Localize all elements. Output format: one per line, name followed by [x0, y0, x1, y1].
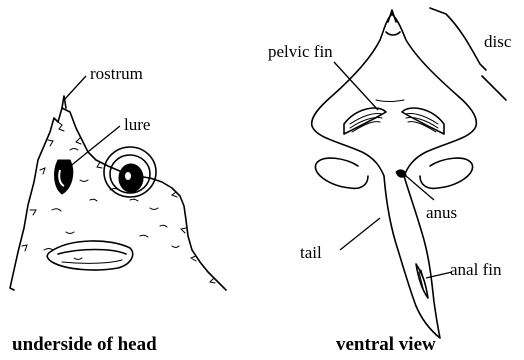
mouth: [47, 241, 132, 270]
pelvic-fin-leader: [334, 62, 378, 110]
head-rough-edge: [22, 122, 215, 283]
ventral-view-illustration: [312, 8, 506, 338]
lure-leader: [68, 126, 120, 168]
right-pectoral-lobe: [420, 158, 473, 188]
pelvic-fin-label: pelvic fin: [268, 42, 333, 61]
anal-fin: [416, 264, 428, 298]
anal-fin-label: anal fin: [450, 260, 502, 279]
disc-bracket: [430, 8, 506, 100]
pelvic-fins: [344, 100, 444, 134]
head-underside-illustration: [10, 76, 226, 290]
lure-shape: [55, 160, 73, 194]
tail-label: tail: [300, 243, 322, 262]
right-caption: ventral view: [336, 334, 436, 355]
rostrum-leader: [64, 76, 86, 100]
anus-label: anus: [426, 203, 457, 222]
left-pectoral-lobe: [315, 158, 368, 188]
eye: [104, 147, 156, 197]
left-caption: underside of head: [12, 334, 157, 355]
head-outline: [10, 108, 226, 290]
disc-outline: [312, 14, 477, 176]
lure-label: lure: [124, 115, 150, 134]
disc-label: disc: [484, 32, 512, 51]
rostrum-label: rostrum: [90, 64, 143, 83]
tail-outline: [384, 176, 440, 338]
tail-leader: [340, 218, 380, 250]
